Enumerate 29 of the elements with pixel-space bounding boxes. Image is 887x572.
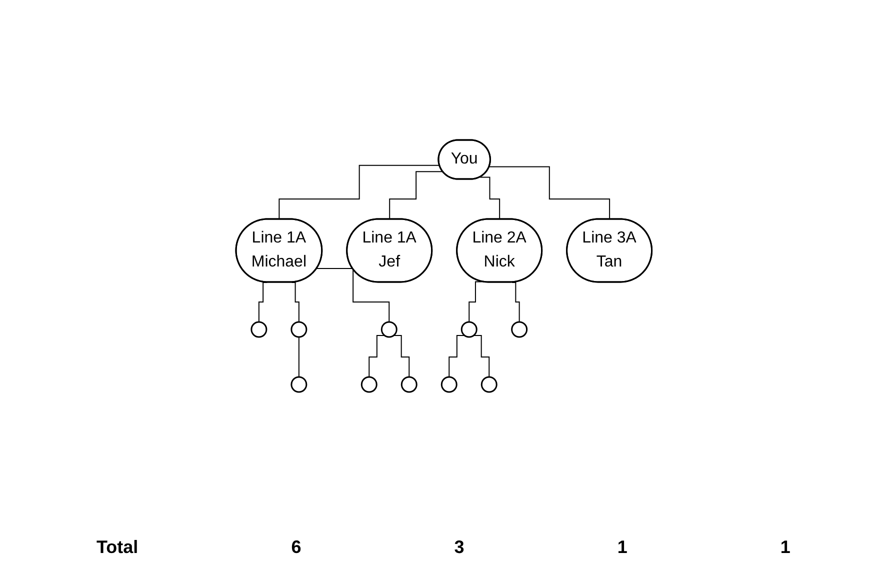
connector bbox=[488, 166, 610, 220]
node-circle bbox=[360, 376, 377, 392]
connector bbox=[258, 281, 268, 322]
connector bbox=[392, 334, 410, 377]
total-text: 3 bbox=[454, 537, 464, 558]
connector bbox=[368, 334, 385, 377]
connector bbox=[290, 281, 300, 322]
total-text: 1 bbox=[780, 537, 790, 558]
connector bbox=[388, 170, 443, 220]
node-circle bbox=[290, 376, 307, 392]
connector bbox=[511, 281, 520, 322]
node-circle bbox=[480, 376, 497, 392]
node-circle bbox=[250, 320, 267, 338]
total-text: 6 bbox=[291, 537, 302, 558]
connector bbox=[472, 334, 490, 377]
node-circle bbox=[510, 320, 528, 338]
node-circle bbox=[440, 376, 457, 392]
total-text: 1 bbox=[617, 537, 628, 558]
connector bbox=[278, 164, 440, 220]
connector bbox=[448, 334, 465, 377]
node-circle bbox=[380, 320, 397, 338]
connector bbox=[468, 280, 482, 322]
total-text: Total bbox=[96, 537, 138, 558]
connector bbox=[479, 176, 500, 220]
node-circle bbox=[400, 376, 417, 392]
node-circle bbox=[290, 320, 307, 338]
connector bbox=[316, 268, 390, 322]
connector bbox=[298, 336, 300, 377]
node-circle bbox=[460, 320, 477, 338]
